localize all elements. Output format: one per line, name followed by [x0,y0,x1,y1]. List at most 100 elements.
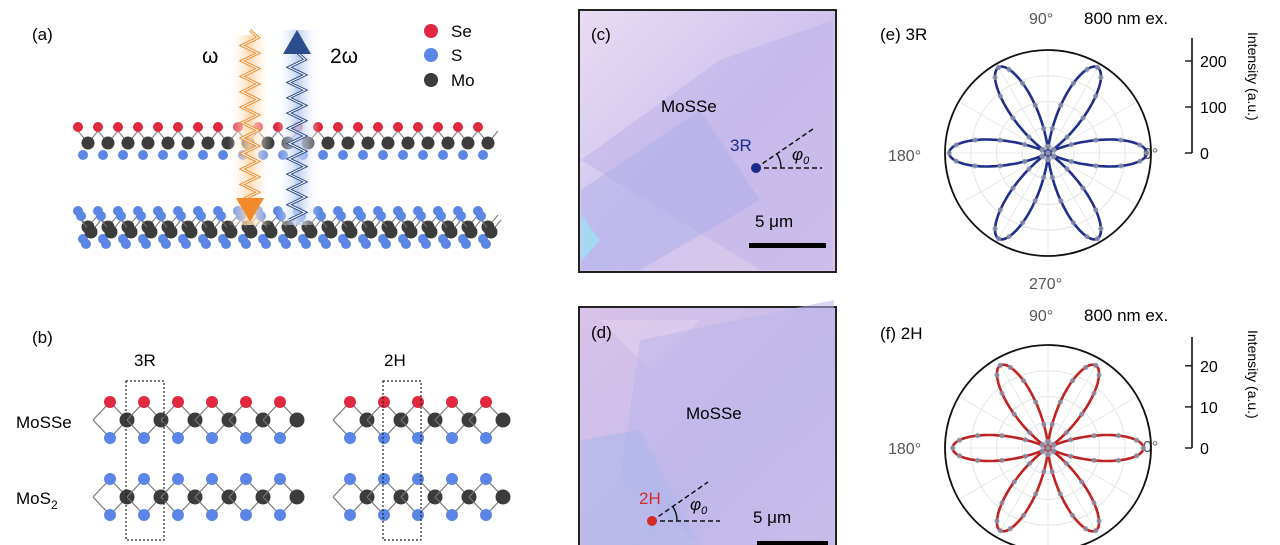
top-atom [76,211,86,221]
chain-mo-atom [289,489,305,505]
polar-data-point [1118,163,1124,169]
top-atom [333,122,343,132]
top-atom [133,122,143,132]
polar-data-point [1134,437,1140,443]
mo-atom [341,136,355,150]
mo-atom [204,225,218,239]
d-angle-arc [672,506,678,522]
mo-atom [201,136,215,150]
mo-atom [84,225,98,239]
polar-data-point [1067,437,1074,443]
chart-f-radial-label: Intensity (a.u.) [1245,330,1261,419]
polar-data-point [1027,460,1033,466]
d-spot-marker [647,516,657,526]
chain-bottom-atom [446,432,458,444]
polar-data-point [1051,153,1057,159]
two-omega-glow [276,30,320,225]
bottom-atom [438,150,448,160]
polar-data-point [956,437,962,443]
top-atom [336,211,346,221]
panel-c-scale-label: 5 μm [755,212,793,231]
polar-data-point [1045,156,1052,163]
mo-atom [461,136,475,150]
mo-atom [441,136,455,150]
chain-bottom-atom [206,432,218,444]
top-atom [476,211,486,221]
top-atom [193,122,203,132]
polar-data-point [999,457,1005,463]
polar-data-point [1010,115,1016,121]
panel-c: (c) MoSSe 3R φ0 5 μm [578,9,837,273]
polar-data-point [1115,457,1122,464]
bottom-atom [141,239,151,249]
polar-data-point [1094,64,1101,70]
top-atom [216,211,226,221]
bottom-atom [481,239,491,249]
bottom-atom [138,150,148,160]
panel-a-label: (a) [32,25,53,44]
radial-tick-label: 100 [1200,100,1227,117]
bottom-atom [121,239,131,249]
polar-data-point [1083,364,1089,370]
legend-mo-label: Mo [451,71,475,90]
chain-bottom-atom [344,509,356,521]
chain-top-atom [480,473,492,485]
chain-bottom-atom [206,509,218,521]
top-atom [396,211,406,221]
mo-atom [264,225,278,239]
polar-data-point [1022,141,1028,148]
chain-bottom-atom [104,509,116,521]
row-mos2-label: MoS2 [16,489,58,512]
polar-data-point [1026,166,1032,172]
bottom-atom [378,150,388,160]
chain-top-atom [104,396,116,408]
mo-atom [124,225,138,239]
beam-waves [236,28,311,222]
polar-data-point [1041,421,1047,428]
mo-atom [481,136,495,150]
polar-data-point [1068,158,1074,165]
polar-data-point [997,93,1003,99]
polar-data-point [997,163,1003,169]
omega-arrow-head [236,198,264,222]
polar-data-point [1096,518,1102,524]
polar-data-point [1010,185,1016,191]
polar-data-point [1084,66,1090,72]
bottom-atom [458,150,468,160]
chart-f-excitation: 800 nm ex. [1084,306,1168,325]
bottom-atom [218,150,228,160]
polar-data-point [1027,430,1033,436]
chain-bottom-atom [138,509,150,521]
legend-se-dot [424,24,438,38]
polar-data-point [1080,115,1086,121]
polar-data-point [1033,491,1039,497]
polar-data-point [1140,445,1146,451]
chain-bottom-atom [172,432,184,444]
mo-atom [181,136,195,150]
panel-d-scale-label: 5 μm [753,508,791,527]
polar-data-point [995,64,1002,70]
polar-data-point [1118,137,1124,143]
bottom-atom [161,239,171,249]
polar-data-point [1091,433,1097,439]
polar-data-point [1011,411,1017,417]
chain-top-atom [240,396,252,408]
unit-box-3r [125,380,165,541]
top-atom [393,122,403,132]
omega-label: ω [202,45,218,68]
chain-top-atom [378,396,390,408]
panel-a: (a) ω 2ω Se S Mo [32,22,502,249]
chain-mo-atom [495,489,511,505]
mo-atom [104,225,118,239]
polar-data-point [1022,453,1029,459]
polar-data-point [1084,234,1090,240]
polar-data-point [953,142,959,148]
polar-data-point [992,74,998,81]
panel-d-angle: φ0 [690,495,708,517]
polar-data-point [1049,421,1055,428]
chain-bottom-atom [480,509,492,521]
legend-se-label: Se [451,22,472,41]
mo-atom [144,225,158,239]
polar-data-point [1067,453,1074,459]
bottom-atom [158,150,168,160]
